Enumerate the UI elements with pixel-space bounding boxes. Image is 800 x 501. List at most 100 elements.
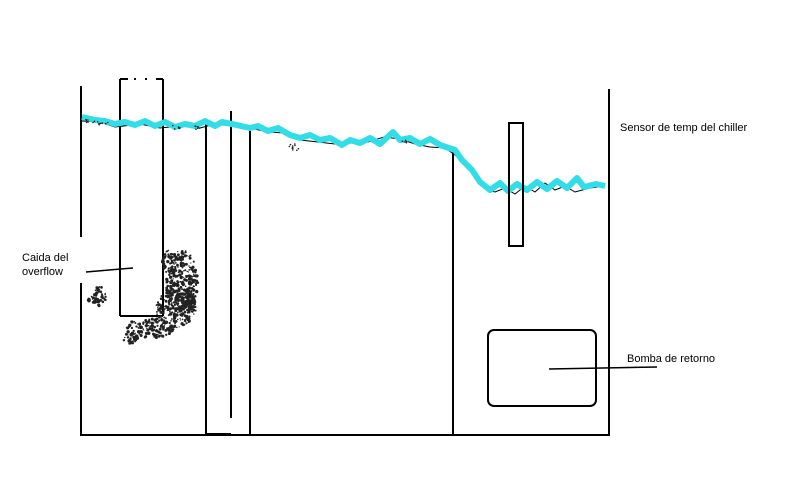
bubble — [135, 325, 138, 328]
bubble — [182, 307, 185, 311]
bubble — [94, 299, 97, 302]
bubble — [294, 144, 296, 147]
bubble — [170, 324, 173, 327]
bubble — [188, 256, 192, 260]
bubble — [147, 331, 151, 335]
chiller-temp-sensor — [508, 122, 524, 247]
bubble — [99, 122, 102, 125]
bubble — [194, 125, 196, 127]
bubble — [185, 299, 189, 303]
bubble — [183, 320, 186, 322]
bubble — [165, 277, 169, 282]
bubble — [122, 338, 126, 342]
bubble — [175, 308, 177, 310]
bubble — [144, 320, 147, 323]
bubble — [170, 319, 172, 322]
bubble — [191, 287, 194, 289]
bubble — [158, 307, 161, 310]
bubble — [159, 324, 163, 328]
bubble — [191, 281, 194, 285]
bubble — [134, 321, 137, 325]
caida-leader-line — [85, 267, 134, 273]
bubble — [167, 267, 170, 270]
bubble — [197, 127, 199, 129]
bubble — [190, 278, 193, 281]
bubble — [191, 310, 194, 313]
bubble — [190, 299, 194, 303]
bubble — [192, 297, 194, 300]
bubble — [174, 309, 178, 313]
bubble — [173, 316, 177, 320]
bubble — [179, 319, 182, 321]
bubble — [186, 270, 188, 273]
bubble — [182, 258, 185, 261]
bubble — [177, 289, 180, 292]
bubble — [168, 273, 171, 277]
bubble — [156, 324, 159, 327]
bubble — [168, 328, 171, 332]
bubble — [153, 325, 157, 329]
bubble — [164, 308, 166, 310]
bubble — [160, 303, 162, 305]
bubble — [124, 336, 126, 339]
bubble — [296, 149, 298, 152]
bubble — [178, 273, 182, 277]
water-surface-outline — [81, 120, 606, 195]
bubble — [169, 268, 172, 271]
bubble — [176, 304, 179, 307]
bubble — [183, 310, 187, 314]
bubble — [150, 324, 154, 328]
bubble — [166, 309, 168, 312]
bubble — [190, 267, 194, 271]
water-surface — [81, 114, 606, 194]
bomba-leader-line — [548, 366, 658, 370]
bubble — [142, 321, 145, 324]
bubble — [169, 312, 173, 316]
bubble — [166, 296, 169, 299]
bubble — [179, 317, 181, 320]
bubble — [131, 341, 135, 345]
bubble — [177, 266, 179, 268]
bubble — [127, 334, 129, 336]
bubble — [165, 291, 169, 295]
bubble — [189, 254, 192, 257]
bubble — [172, 282, 175, 284]
bubble — [170, 253, 174, 256]
bubble — [174, 274, 178, 278]
bubble — [193, 285, 196, 288]
bomba-label: Bomba de retorno — [627, 353, 716, 365]
bubble — [288, 145, 291, 148]
bubble — [197, 125, 199, 128]
bubble — [94, 289, 97, 292]
bubble — [183, 278, 187, 282]
bubble — [195, 289, 199, 294]
bubble — [181, 281, 185, 285]
bubble — [176, 293, 179, 296]
bubble — [157, 303, 161, 307]
bubble — [139, 333, 143, 338]
bubble — [181, 271, 184, 274]
bubble — [130, 320, 133, 323]
bubble — [94, 292, 97, 295]
bubble — [181, 262, 184, 265]
bubble — [173, 128, 176, 130]
bubble — [92, 300, 96, 303]
bubble — [177, 126, 180, 128]
bubble — [181, 288, 184, 291]
bubble — [169, 310, 171, 313]
bubble — [155, 329, 158, 332]
bubble — [177, 311, 179, 314]
bubble — [171, 265, 174, 267]
bubble — [177, 282, 179, 284]
bubble — [167, 301, 171, 305]
bubble — [179, 257, 183, 262]
bubble — [185, 296, 189, 299]
bubble — [167, 249, 170, 252]
bubble — [168, 321, 171, 325]
bubble — [196, 281, 200, 284]
bubble — [180, 250, 184, 253]
bubble — [174, 322, 177, 325]
bubble — [151, 332, 155, 336]
bubble — [192, 260, 195, 263]
bubble — [167, 255, 171, 259]
